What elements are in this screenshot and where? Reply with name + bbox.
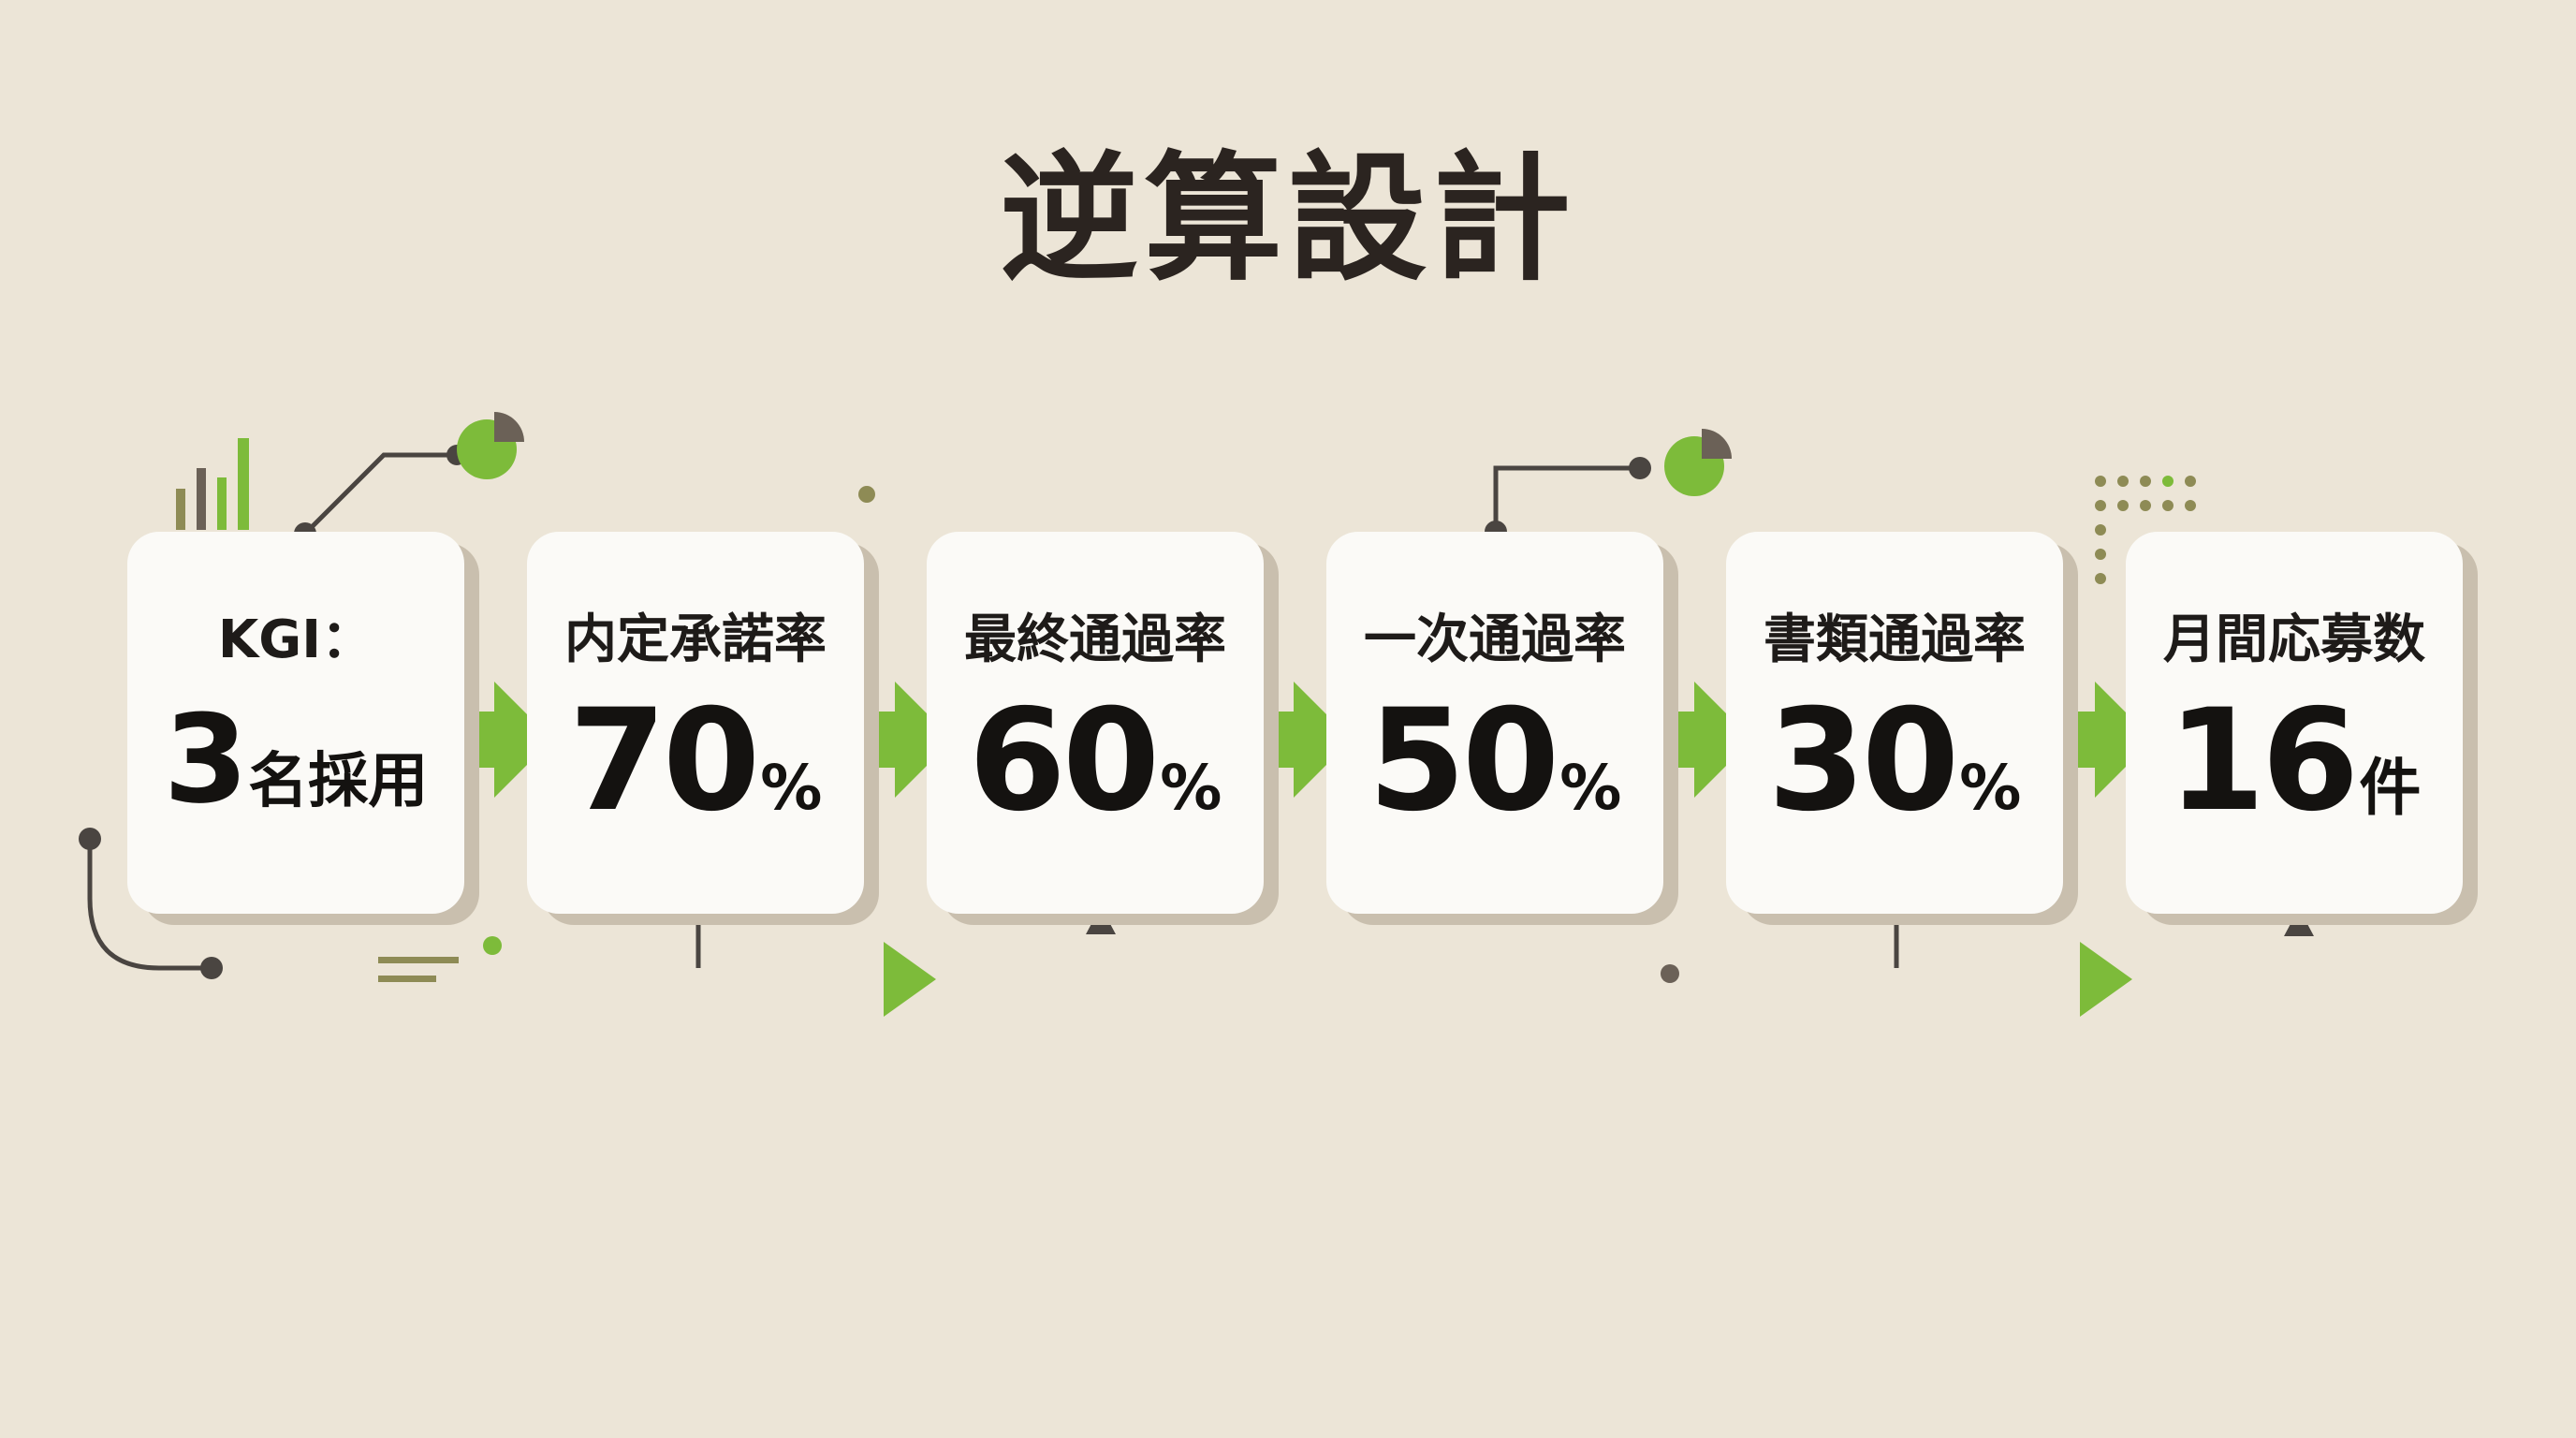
pie-chart-icon	[1664, 429, 1732, 496]
step-card-final-pass: 最終通過率 60%	[927, 532, 1264, 914]
node-dot	[79, 828, 101, 850]
step-number: 50	[1368, 680, 1560, 843]
flow-arrow	[884, 942, 936, 1017]
step-unit: 件	[2359, 752, 2422, 824]
dot	[858, 486, 875, 503]
dot	[483, 936, 502, 955]
step-label: 月間応募数	[2163, 609, 2425, 670]
step-card-first-pass: 一次通過率 50%	[1326, 532, 1663, 914]
step-number: 3	[163, 688, 248, 830]
step-unit: %	[1160, 752, 1222, 824]
node-dot	[1629, 457, 1651, 479]
flow-arrow	[1237, 682, 1352, 798]
step-card-kgi: KGI： 3名採用	[127, 532, 464, 914]
dot	[1661, 964, 1679, 983]
step-number: 30	[1767, 680, 1960, 843]
step-value: 70%	[527, 691, 864, 831]
step-number: 60	[968, 680, 1161, 843]
step-unit: %	[760, 752, 823, 824]
page-title: 逆算設計	[1000, 139, 1576, 300]
flow-arrow	[2039, 682, 2153, 798]
step-number: 16	[2167, 680, 2360, 843]
step-value: 3名採用	[127, 698, 464, 820]
flow-arrow	[2080, 942, 2132, 1017]
dot-grid-icon	[2095, 476, 2196, 584]
step-unit: 名採用	[248, 747, 429, 816]
node-dot	[200, 957, 223, 979]
step-label: 最終通過率	[964, 609, 1226, 670]
step-value: 30%	[1726, 691, 2063, 831]
step-label: 内定承諾率	[564, 609, 827, 670]
step-label: KGI：	[217, 609, 374, 670]
flow-arrow	[438, 682, 552, 798]
step-label: 書類通過率	[1764, 609, 2026, 670]
step-value: 16件	[2126, 691, 2463, 831]
step-card-offer-acceptance: 内定承諾率 70%	[527, 532, 864, 914]
flow-arrow	[839, 682, 953, 798]
step-unit: %	[1959, 752, 2022, 824]
step-value: 50%	[1326, 691, 1663, 831]
pie-chart-icon	[457, 412, 524, 479]
flow-arrow	[1638, 682, 1752, 798]
connector-line	[87, 839, 212, 971]
connector-line	[1493, 465, 1640, 532]
step-card-monthly-applications: 月間応募数 16件	[2126, 532, 2463, 914]
step-value: 60%	[927, 691, 1264, 831]
step-label: 一次通過率	[1364, 609, 1626, 670]
step-number: 70	[568, 680, 761, 843]
dash-mark	[378, 976, 436, 982]
dash-mark	[378, 957, 459, 963]
connector-line	[303, 452, 457, 536]
step-unit: %	[1559, 752, 1622, 824]
bar-chart-icon	[176, 438, 249, 530]
step-card-document-pass: 書類通過率 30%	[1726, 532, 2063, 914]
